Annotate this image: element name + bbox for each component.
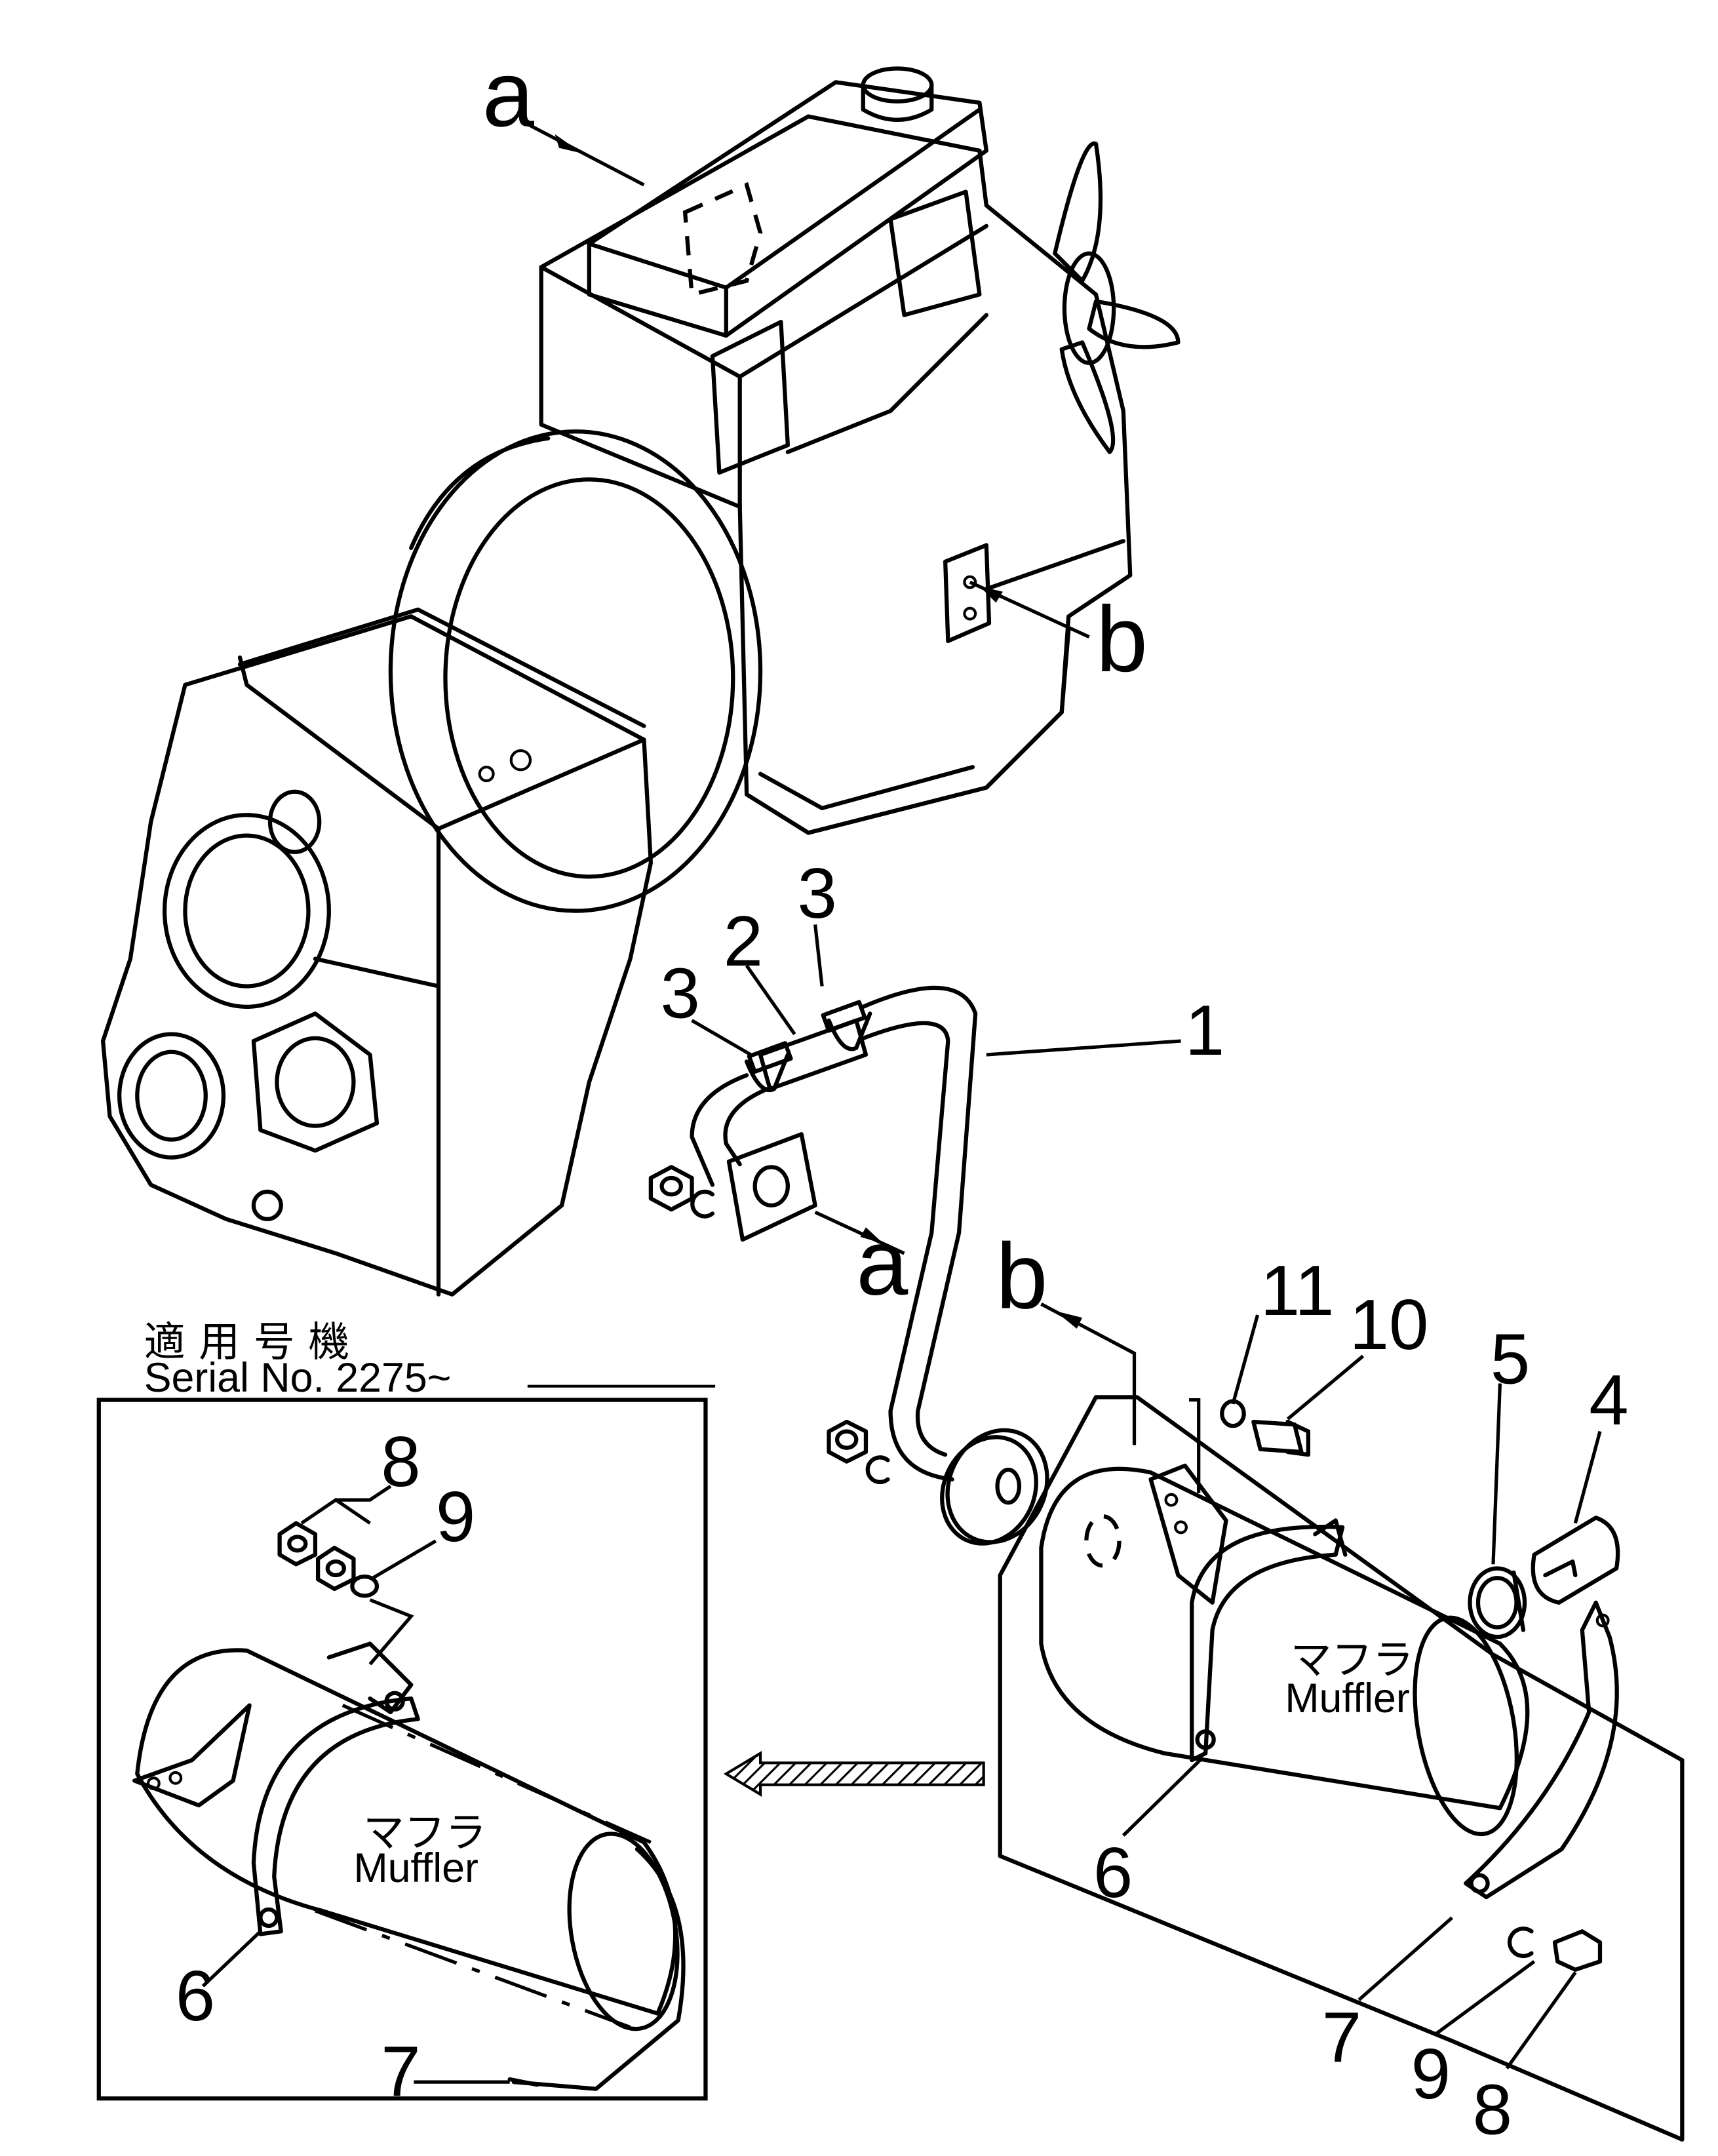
callout-nut-main: 8	[1473, 2071, 1512, 2150]
serial-inset: 適用号機 Serial No. 2275~ 8 9 6 7	[96, 1320, 716, 2111]
inset-callout-bracket: 6	[176, 1957, 215, 2036]
inset-muffler-label-jp: マフラ	[363, 1810, 486, 1856]
inset-muffler-label-en: Muffler	[353, 1845, 478, 1891]
callout-bolt: 10	[1350, 1285, 1429, 1365]
muffler-label-jp: マフラ	[1291, 1637, 1414, 1683]
inset-serial-jp: 適用号機	[144, 1320, 363, 1365]
callout-washer-main: 9	[1411, 2035, 1451, 2114]
inset-callout-nut: 8	[381, 1422, 420, 1502]
callout-bracket-main: 6	[1093, 1833, 1133, 1913]
callout-pipe: 1	[1185, 991, 1224, 1070]
callout-band-main: 7	[1322, 1998, 1361, 2077]
callout-clamp-right: 3	[797, 854, 836, 933]
inset-serial-en: Serial No. 2275~	[144, 1355, 452, 1401]
ref-letter-b-bracket: b	[996, 1225, 1047, 1329]
callout-tail-clamp: 5	[1491, 1320, 1530, 1399]
exhaust-pipe-assembly: a 1 2 3 3	[648, 854, 1224, 1546]
view-direction-arrow	[723, 1750, 985, 1797]
muffler-label-en: Muffler	[1285, 1676, 1409, 1721]
ref-letter-b-side: b	[1096, 587, 1148, 692]
inset-callout-band: 7	[381, 2032, 420, 2111]
main-muffler-detail: b 11 10 5 4 6 7 9 8 マフラ Muffler	[996, 1225, 1685, 2150]
callout-washer-top: 11	[1260, 1251, 1335, 1331]
callout-pipe-connector: 2	[724, 902, 763, 981]
callout-tail-pipe: 4	[1589, 1361, 1628, 1440]
inset-callout-washer: 9	[436, 1478, 475, 1557]
callout-clamp-left: 3	[661, 954, 700, 1034]
inset-frame	[96, 1398, 708, 2101]
ref-letter-a-flange: a	[856, 1211, 908, 1315]
ref-letter-a-top: a	[482, 42, 535, 146]
engine-assembly: a b	[100, 42, 1181, 1297]
